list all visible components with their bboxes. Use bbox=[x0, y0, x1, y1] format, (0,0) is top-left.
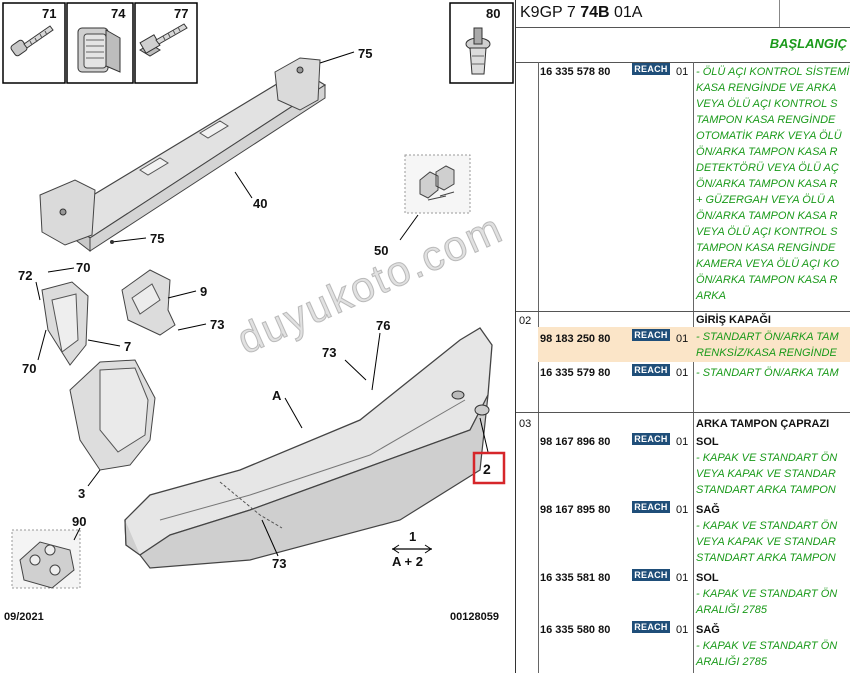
part-ref[interactable]: 98 183 250 80 bbox=[540, 333, 611, 345]
part-qty: 01 bbox=[676, 436, 689, 448]
callout-71: 71 bbox=[42, 6, 56, 21]
part-side: SOL bbox=[696, 436, 719, 448]
diagram-date: 09/2021 bbox=[4, 611, 44, 623]
fastener-kit[interactable] bbox=[11, 529, 81, 589]
upper-bracket[interactable] bbox=[121, 269, 176, 336]
part-description: - KAPAK VE STANDART ÖN ARALIĞI 2785 bbox=[696, 588, 838, 616]
callout-74: 74 bbox=[111, 6, 126, 21]
clip-nut-icon bbox=[77, 27, 121, 73]
callout-3: 3 bbox=[78, 486, 85, 501]
part-ref[interactable]: 16 335 579 80 bbox=[540, 367, 611, 379]
reach-badge: REACH bbox=[632, 364, 670, 376]
part-side: SAĞ bbox=[696, 624, 720, 636]
reach-badge: REACH bbox=[632, 501, 670, 513]
part-description: - KAPAK VE STANDART ÖN VEYA KAPAK VE STA… bbox=[696, 520, 838, 564]
part-description: - STANDART ÖN/ARKA TAM RENKSİZ/KASA RENG… bbox=[696, 331, 839, 359]
callout-90: 90 bbox=[72, 514, 86, 529]
callout-40: 40 bbox=[253, 196, 267, 211]
callout-75-bottom: 75 bbox=[150, 231, 164, 246]
callout-70-bottom: 70 bbox=[22, 361, 36, 376]
fastener-box-80[interactable]: 80 bbox=[449, 2, 514, 84]
part-ref[interactable]: 98 167 896 80 bbox=[540, 436, 611, 448]
callout-9: 9 bbox=[200, 284, 207, 299]
fastener-box-77[interactable]: 77 bbox=[134, 2, 198, 84]
highlight-box-2[interactable] bbox=[472, 451, 506, 485]
part-side: SAĞ bbox=[696, 504, 720, 516]
part-qty: 01 bbox=[676, 624, 689, 636]
parts-diagram: 71 74 77 80 bbox=[2, 2, 514, 623]
callout-7: 7 bbox=[124, 339, 131, 354]
side-guide[interactable] bbox=[69, 359, 156, 471]
callout-77: 77 bbox=[174, 6, 188, 21]
access-cap[interactable] bbox=[474, 404, 490, 416]
callout-70-top: 70 bbox=[76, 260, 90, 275]
group-number: 03 bbox=[519, 418, 532, 430]
part-ref[interactable]: 98 167 895 80 bbox=[540, 504, 611, 516]
callout-A: A bbox=[272, 388, 282, 403]
reach-badge: REACH bbox=[632, 433, 670, 445]
start-row: BAŞLANGIÇ bbox=[516, 27, 850, 63]
fastener-box-71[interactable]: 71 bbox=[2, 2, 66, 84]
push-rivet-icon bbox=[465, 27, 491, 75]
callout-50: 50 bbox=[374, 243, 388, 258]
rear-bumper[interactable] bbox=[124, 327, 493, 569]
diagram-code: 00128059 bbox=[450, 611, 499, 623]
callout-75-top: 75 bbox=[358, 46, 372, 61]
leader-40 bbox=[234, 171, 253, 199]
callout-73-bottom: 73 bbox=[272, 556, 286, 571]
screw-icon bbox=[10, 25, 54, 57]
callout-73-bumper: 73 bbox=[322, 345, 336, 360]
start-label: BAŞLANGIÇ bbox=[769, 36, 847, 51]
callout-72: 72 bbox=[18, 268, 32, 283]
side-bracket[interactable] bbox=[41, 281, 89, 366]
callout-A-plus-2: A + 2 bbox=[392, 554, 423, 569]
highlighted-row bbox=[538, 327, 850, 362]
part-qty: 01 bbox=[676, 333, 689, 345]
part-ref[interactable]: 16 335 578 80 bbox=[540, 66, 611, 78]
group-number: 02 bbox=[519, 315, 532, 327]
group-title: ARKA TAMPON ÇAPRAZI bbox=[696, 418, 830, 430]
part-ref[interactable]: 16 335 581 80 bbox=[540, 572, 611, 584]
part-description: - ÖLÜ AÇI KONTROL SİSTEMİ KASA RENGİNDE … bbox=[696, 66, 850, 302]
panel-header: K9GP 7 74B 01A bbox=[516, 0, 850, 28]
callout-73-upper: 73 bbox=[210, 317, 224, 332]
reach-badge: REACH bbox=[632, 329, 670, 341]
part-qty: 01 bbox=[676, 572, 689, 584]
part-qty: 01 bbox=[676, 504, 689, 516]
reach-badge: REACH bbox=[632, 621, 670, 633]
reach-badge: REACH bbox=[632, 569, 670, 581]
part-description: - STANDART ÖN/ARKA TAM bbox=[696, 367, 839, 379]
model-title: K9GP 7 74B 01A bbox=[520, 4, 643, 21]
part-ref[interactable]: 16 335 580 80 bbox=[540, 624, 611, 636]
leader-75a bbox=[319, 51, 355, 64]
reinforcement-beam[interactable] bbox=[39, 57, 327, 253]
reach-badge: REACH bbox=[632, 63, 670, 75]
callout-2: 2 bbox=[483, 461, 491, 477]
callout-80: 80 bbox=[486, 6, 500, 21]
leader-75b bbox=[111, 237, 147, 243]
part-description: - KAPAK VE STANDART ÖN ARALIĞI 2785 bbox=[696, 640, 838, 668]
fastener-box-74[interactable]: 74 bbox=[66, 2, 134, 84]
part-qty: 01 bbox=[676, 367, 689, 379]
leader-50 bbox=[399, 214, 419, 241]
part-qty: 01 bbox=[676, 66, 689, 78]
parts-list-panel: K9GP 7 74B 01A BAŞLANGIÇ 16 335 578 80 R… bbox=[515, 0, 850, 673]
callout-1: 1 bbox=[409, 529, 416, 544]
bolt-icon bbox=[139, 23, 188, 57]
part-description: - KAPAK VE STANDART ÖN VEYA KAPAK VE STA… bbox=[696, 452, 838, 496]
callout-76: 76 bbox=[376, 318, 390, 333]
group-title: GİRİŞ KAPAĞI bbox=[696, 314, 771, 326]
part-side: SOL bbox=[696, 572, 719, 584]
sensor-kit[interactable] bbox=[404, 154, 471, 214]
